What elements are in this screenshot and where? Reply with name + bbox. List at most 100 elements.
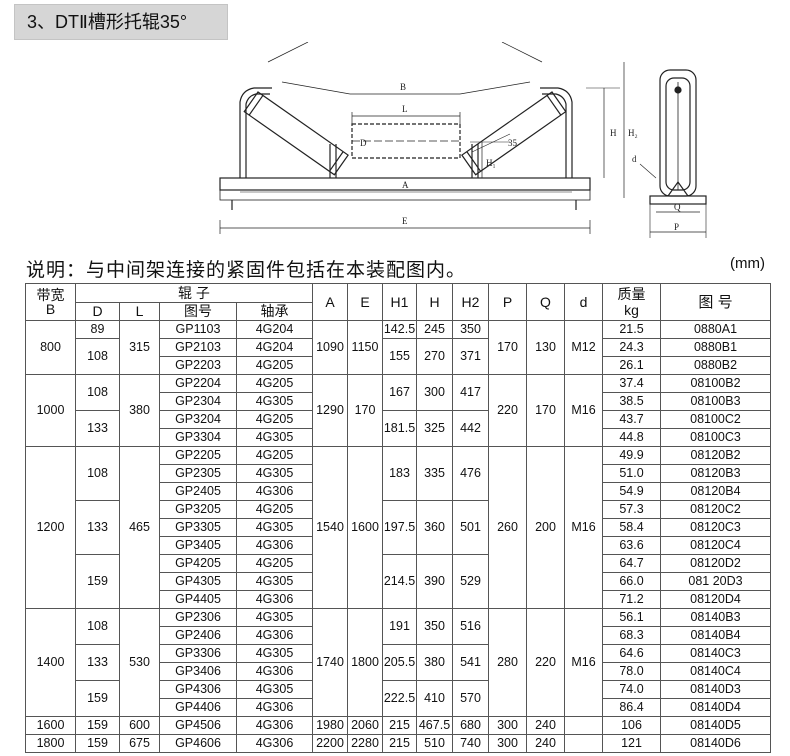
header-D: D	[75, 302, 120, 321]
cell-drawing-no: GP3405	[159, 536, 237, 555]
cell-bearing: 4G205	[236, 374, 313, 393]
cell-drawing-no: GP4406	[159, 698, 237, 717]
cell-figure-no: 08120D2	[660, 554, 771, 573]
cell-H2: 680	[452, 716, 489, 735]
cell-bearing: 4G305	[236, 518, 313, 537]
header-A: A	[312, 283, 348, 321]
cell-Q: 240	[526, 734, 565, 753]
cell-mass: 58.4	[602, 518, 661, 537]
cell-drawing-no: GP3305	[159, 518, 237, 537]
header-L: L	[119, 302, 160, 321]
cell-mass: 26.1	[602, 356, 661, 375]
cell-belt-width: 1200	[25, 446, 76, 609]
right-wing-roller	[461, 91, 567, 176]
cell-D: 159	[75, 680, 120, 717]
cell-H1: 205.5	[382, 644, 417, 681]
cell-belt-width: 1600	[25, 716, 76, 735]
cell-E: 1600	[347, 446, 383, 609]
cell-mass: 57.3	[602, 500, 661, 519]
cell-H1: 142.5	[382, 320, 417, 339]
cell-H1: 191	[382, 608, 417, 645]
cell-figure-no: 0880B2	[660, 356, 771, 375]
header-H2: H2	[452, 283, 489, 321]
cell-L: 530	[119, 608, 160, 717]
cell-drawing-no: GP4405	[159, 590, 237, 609]
cell-figure-no: 08140C4	[660, 662, 771, 681]
cell-H: 410	[416, 680, 453, 717]
left-wing-roller	[243, 91, 349, 176]
cell-mass: 78.0	[602, 662, 661, 681]
cell-P: 280	[488, 608, 527, 717]
cell-drawing-no: GP2103	[159, 338, 237, 357]
cell-mass: 64.6	[602, 644, 661, 663]
cell-D: 108	[75, 338, 120, 375]
cell-D: 108	[75, 374, 120, 411]
header-drawing-no: 图号	[159, 302, 237, 321]
cell-Q: 240	[526, 716, 565, 735]
cell-H2: 371	[452, 338, 489, 375]
cell-H2: 442	[452, 410, 489, 447]
header-d: d	[564, 283, 603, 321]
cell-P: 300	[488, 734, 527, 753]
cell-E: 2280	[347, 734, 383, 753]
cell-H: 380	[416, 644, 453, 681]
cell-P: 220	[488, 374, 527, 447]
cell-A: 1540	[312, 446, 348, 609]
cell-E: 1800	[347, 608, 383, 717]
header-figure-no: 图 号	[660, 283, 771, 321]
cell-Q: 170	[526, 374, 565, 447]
cell-bearing: 4G305	[236, 428, 313, 447]
cell-D: 133	[75, 500, 120, 555]
cell-figure-no: 08100B3	[660, 392, 771, 411]
cell-belt-width: 800	[25, 320, 76, 375]
cell-figure-no: 081 20D3	[660, 572, 771, 591]
cell-H1: 214.5	[382, 554, 417, 609]
dim-Q-label: Q	[674, 202, 681, 212]
header-roller-group: 辊 子	[75, 283, 313, 303]
cell-Q: 200	[526, 446, 565, 609]
cell-d	[564, 716, 603, 735]
cell-drawing-no: GP2306	[159, 608, 237, 627]
cell-bearing: 4G204	[236, 338, 313, 357]
cell-D: 108	[75, 446, 120, 501]
cell-H: 245	[416, 320, 453, 339]
cell-bearing: 4G306	[236, 662, 313, 681]
left-bracket	[239, 87, 272, 178]
cell-H2: 541	[452, 644, 489, 681]
cell-drawing-no: GP2304	[159, 392, 237, 411]
dim-P-label: P	[674, 222, 679, 232]
cell-drawing-no: GP4306	[159, 680, 237, 699]
cell-figure-no: 08140B4	[660, 626, 771, 645]
cell-figure-no: 08120C2	[660, 500, 771, 519]
cell-bearing: 4G204	[236, 320, 313, 339]
cell-D: 89	[75, 320, 120, 339]
cell-bearing: 4G306	[236, 626, 313, 645]
cell-mass: 49.9	[602, 446, 661, 465]
cell-d: M16	[564, 446, 603, 609]
cell-mass: 24.3	[602, 338, 661, 357]
cell-mass: 21.5	[602, 320, 661, 339]
cell-H2: 529	[452, 554, 489, 609]
cell-H: 300	[416, 374, 453, 411]
cell-H: 467.5	[416, 716, 453, 735]
dim-H-label: H	[610, 128, 617, 138]
cell-L: 380	[119, 374, 160, 447]
cell-P: 260	[488, 446, 527, 609]
cell-H1: 215	[382, 716, 417, 735]
cell-belt-width: 1000	[25, 374, 76, 447]
cell-H2: 570	[452, 680, 489, 717]
cell-H1: 181.5	[382, 410, 417, 447]
cell-drawing-no: GP2204	[159, 374, 237, 393]
troughed-idler-drawing: B L D A E H H₁ H₂ 35 d Q P	[219, 42, 707, 238]
cell-drawing-no: GP4606	[159, 734, 237, 753]
cell-mass: 37.4	[602, 374, 661, 393]
cell-belt-width: 1400	[25, 608, 76, 717]
